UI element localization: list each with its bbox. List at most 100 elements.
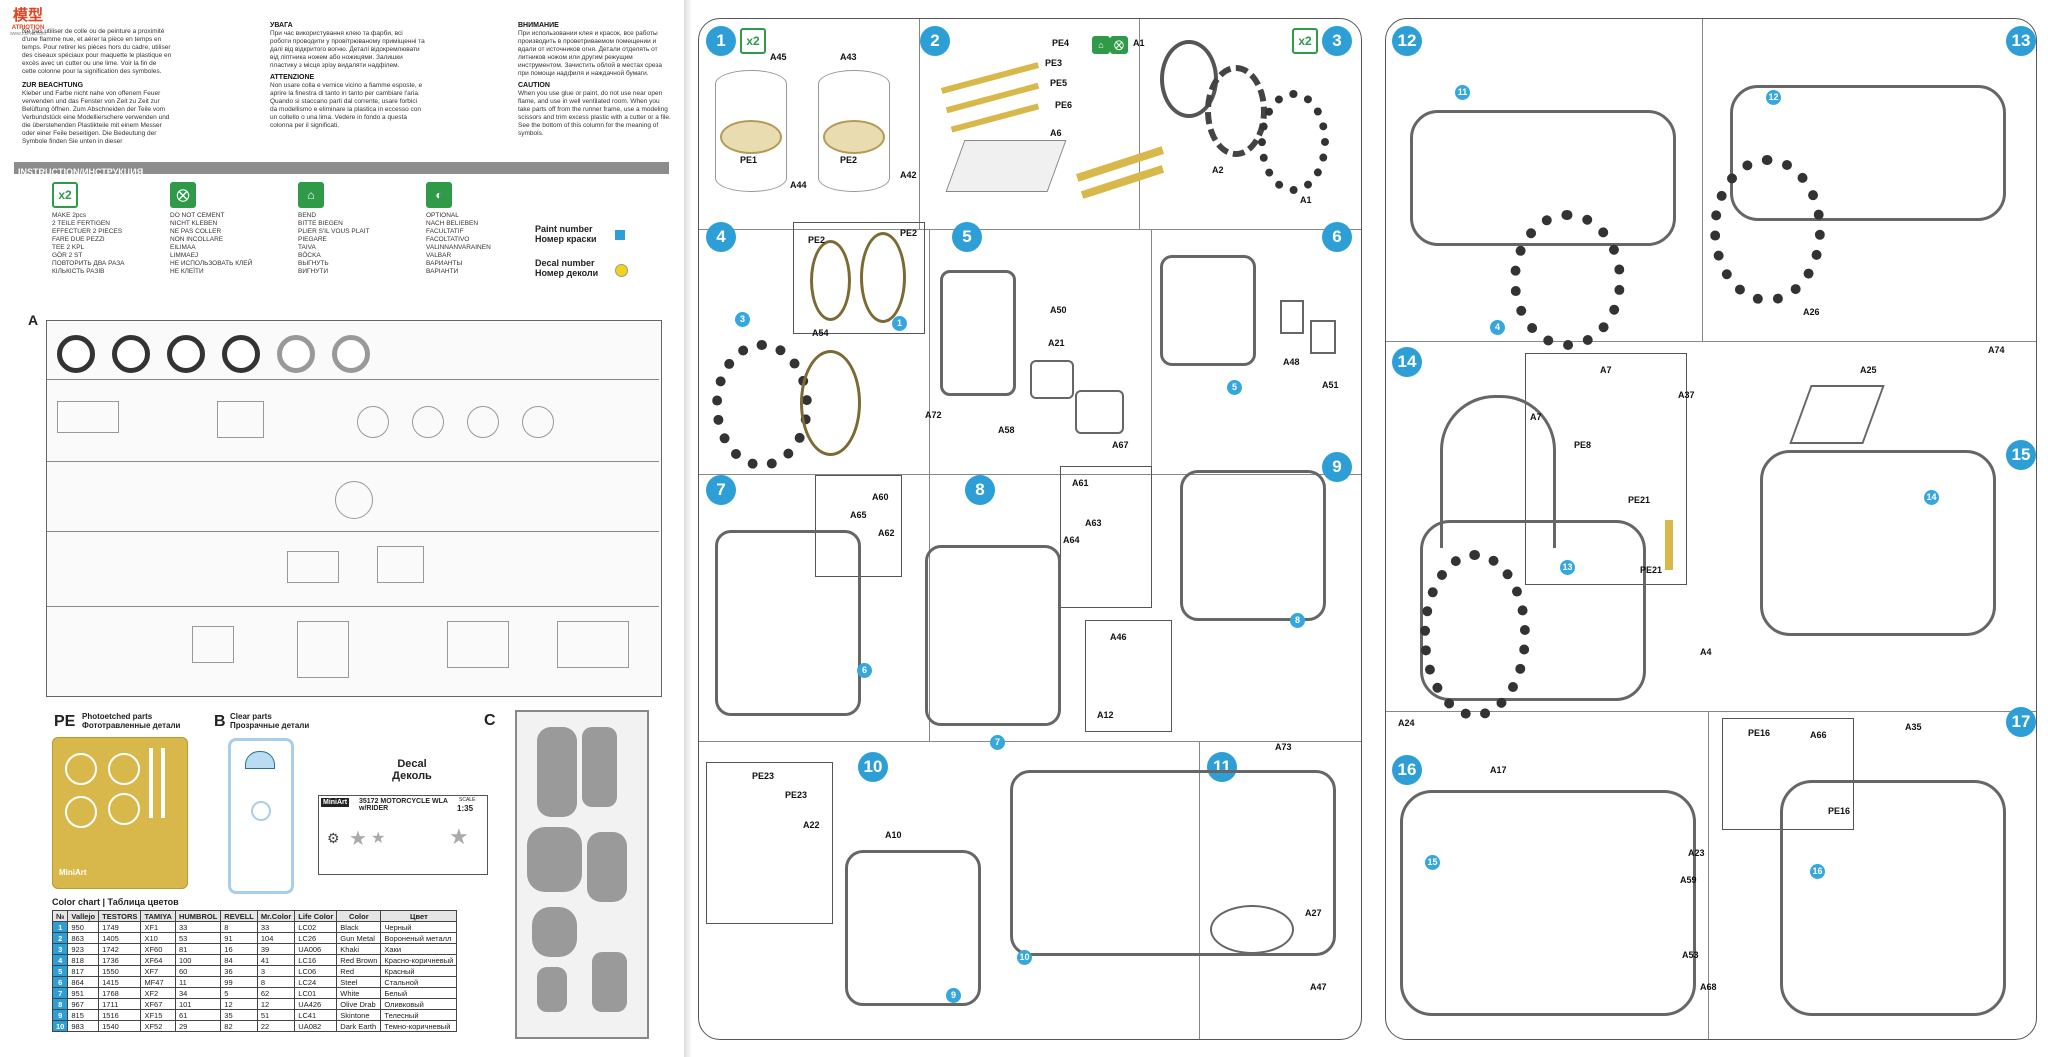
step-14-label: PE21 xyxy=(1640,565,1663,575)
figure-part xyxy=(587,832,627,902)
step-10-label: A22 xyxy=(803,820,820,830)
header-cell: Vallejo xyxy=(67,910,100,922)
clear-windshield xyxy=(245,751,275,769)
warning-col-3: ВНИМАНИЕ При использовании клея и красок… xyxy=(518,22,673,138)
middle-grid xyxy=(699,741,1361,742)
color-chart-cell: 1711 xyxy=(98,998,142,1010)
decal-scale: 1:35 xyxy=(457,804,474,813)
bend-icon: ⌂ xyxy=(1092,36,1110,54)
color-chart-cell: 61 xyxy=(174,1009,222,1021)
right-grid xyxy=(1708,711,1709,1039)
color-chart-cell: UA426 xyxy=(294,998,338,1010)
instruction-header-text: INSTRUCTION/ИНСТРУКЦИЯ xyxy=(18,167,144,177)
pe-wheel xyxy=(65,753,97,785)
step-12-number: 12 xyxy=(1392,26,1422,56)
color-chart-cell: 815 xyxy=(67,1009,100,1021)
color-chart-cell: 35 xyxy=(220,1009,258,1021)
color-chart-cell: 863 xyxy=(67,932,100,944)
figure-sprue xyxy=(515,710,649,1039)
color-chart-cell: 16 xyxy=(220,943,258,955)
step-9-label: A12 xyxy=(1097,710,1114,720)
tyre-part xyxy=(222,335,260,373)
color-chart-cell: 11 xyxy=(174,976,222,988)
step-10-detail-box xyxy=(706,762,833,924)
decal-title-en: Decal xyxy=(397,758,427,770)
tyre-part xyxy=(112,335,150,373)
header-cell: № xyxy=(51,910,69,922)
step-9-number: 9 xyxy=(1322,452,1352,482)
step-10-engine xyxy=(845,850,981,1006)
step-1-drum xyxy=(818,70,890,192)
sprue-grid xyxy=(47,531,659,532)
sprue-grid xyxy=(47,461,659,462)
color-chart-cell: 1749 xyxy=(98,921,142,933)
color-chart-cell: Olive Drab xyxy=(336,998,382,1010)
step-6-marker: 5 xyxy=(1227,380,1242,395)
step-1-label: A45 xyxy=(770,52,787,62)
color-chart-cell: 36 xyxy=(220,965,258,977)
warning-ru-title: ВНИМАНИЕ xyxy=(518,22,559,29)
symbol-text: GÖR 2 ST xyxy=(52,252,83,259)
step-3-label: A1 xyxy=(1133,38,1145,48)
color-chart-cell: 33 xyxy=(256,921,296,933)
color-chart-cell: XF52 xyxy=(140,1020,176,1032)
tyre-part xyxy=(332,335,370,373)
symbol-text: TAIVA xyxy=(298,244,316,251)
color-chart-cell: Черный xyxy=(380,921,458,933)
paint-number-icon xyxy=(615,230,625,240)
step-8-number: 8 xyxy=(965,475,995,505)
pe-wheel xyxy=(108,793,140,825)
symbol-text: NICHT KLEBEN xyxy=(170,220,218,227)
step-5-frame xyxy=(940,270,1016,396)
step-14-number: 14 xyxy=(1392,347,1422,377)
step-3-tyre xyxy=(1258,90,1329,194)
sprue-part xyxy=(287,551,339,583)
warning-col-1: Ne pas utiliser de colle ou de peinture … xyxy=(22,28,172,146)
legend-decal-en: Decal number xyxy=(535,258,595,268)
step-1-label: A43 xyxy=(840,52,857,62)
color-chart-cell: MF47 xyxy=(140,976,176,988)
color-chart-cell: Skintone xyxy=(336,1009,382,1021)
step-6-part xyxy=(1280,300,1304,334)
color-chart-cell: 817 xyxy=(67,965,100,977)
color-chart-cell: XF7 xyxy=(140,965,176,977)
step-11-label: A73 xyxy=(1275,742,1292,752)
pe-brand: MiniArt xyxy=(59,868,87,877)
sprue-part xyxy=(192,626,234,663)
symbol-text: VALINNANVARAINEN xyxy=(426,244,491,251)
symbol-text: ВЫГНУТЬ xyxy=(298,260,329,267)
symbol-text: TEE 2 KPL xyxy=(52,244,85,251)
step-16-label: A53 xyxy=(1682,950,1699,960)
step-2-number: 2 xyxy=(920,26,950,56)
step-16-number: 16 xyxy=(1392,755,1422,785)
sprue-part xyxy=(412,406,444,438)
color-chart-cell: Red Brown xyxy=(336,954,382,966)
symbol-text: NE PAS COLLER xyxy=(170,228,222,235)
step-9-engine xyxy=(1180,470,1326,621)
figure-part xyxy=(582,727,617,807)
watermark-line1: 模型 xyxy=(12,6,43,24)
step-8-label: A63 xyxy=(1085,518,1102,528)
step-17-label: PE16 xyxy=(1828,806,1851,816)
color-chart-cell: 1516 xyxy=(98,1009,142,1021)
pe-wheel xyxy=(108,753,140,785)
step-17-label: PE16 xyxy=(1748,728,1771,738)
color-chart-cell: 1405 xyxy=(98,932,142,944)
color-chart-cell: 967 xyxy=(67,998,100,1010)
star-icon: ★ xyxy=(449,824,469,849)
step-6-label: A48 xyxy=(1283,357,1300,367)
symbol-text: NON INCOLLARE xyxy=(170,236,224,243)
decal-number-icon xyxy=(615,264,628,277)
step-7-frame xyxy=(715,530,861,716)
sprue-a xyxy=(46,320,662,697)
color-chart-cell: LC41 xyxy=(294,1009,338,1021)
symbol-text: НЕ ИСПОЛЬЗОВАТЬ КЛЕЙ xyxy=(170,260,253,267)
color-chart-cell: XF60 xyxy=(140,943,176,955)
step-1-label: PE1 xyxy=(740,155,758,165)
step-13-bike xyxy=(1730,85,2006,221)
step-10-label: PE23 xyxy=(785,790,808,800)
pe-title: Photoetched parts Фототравленные детали xyxy=(82,712,180,730)
page-divider xyxy=(684,0,692,1057)
middle-grid xyxy=(1151,229,1152,474)
step-9-detail-box xyxy=(1085,620,1172,732)
